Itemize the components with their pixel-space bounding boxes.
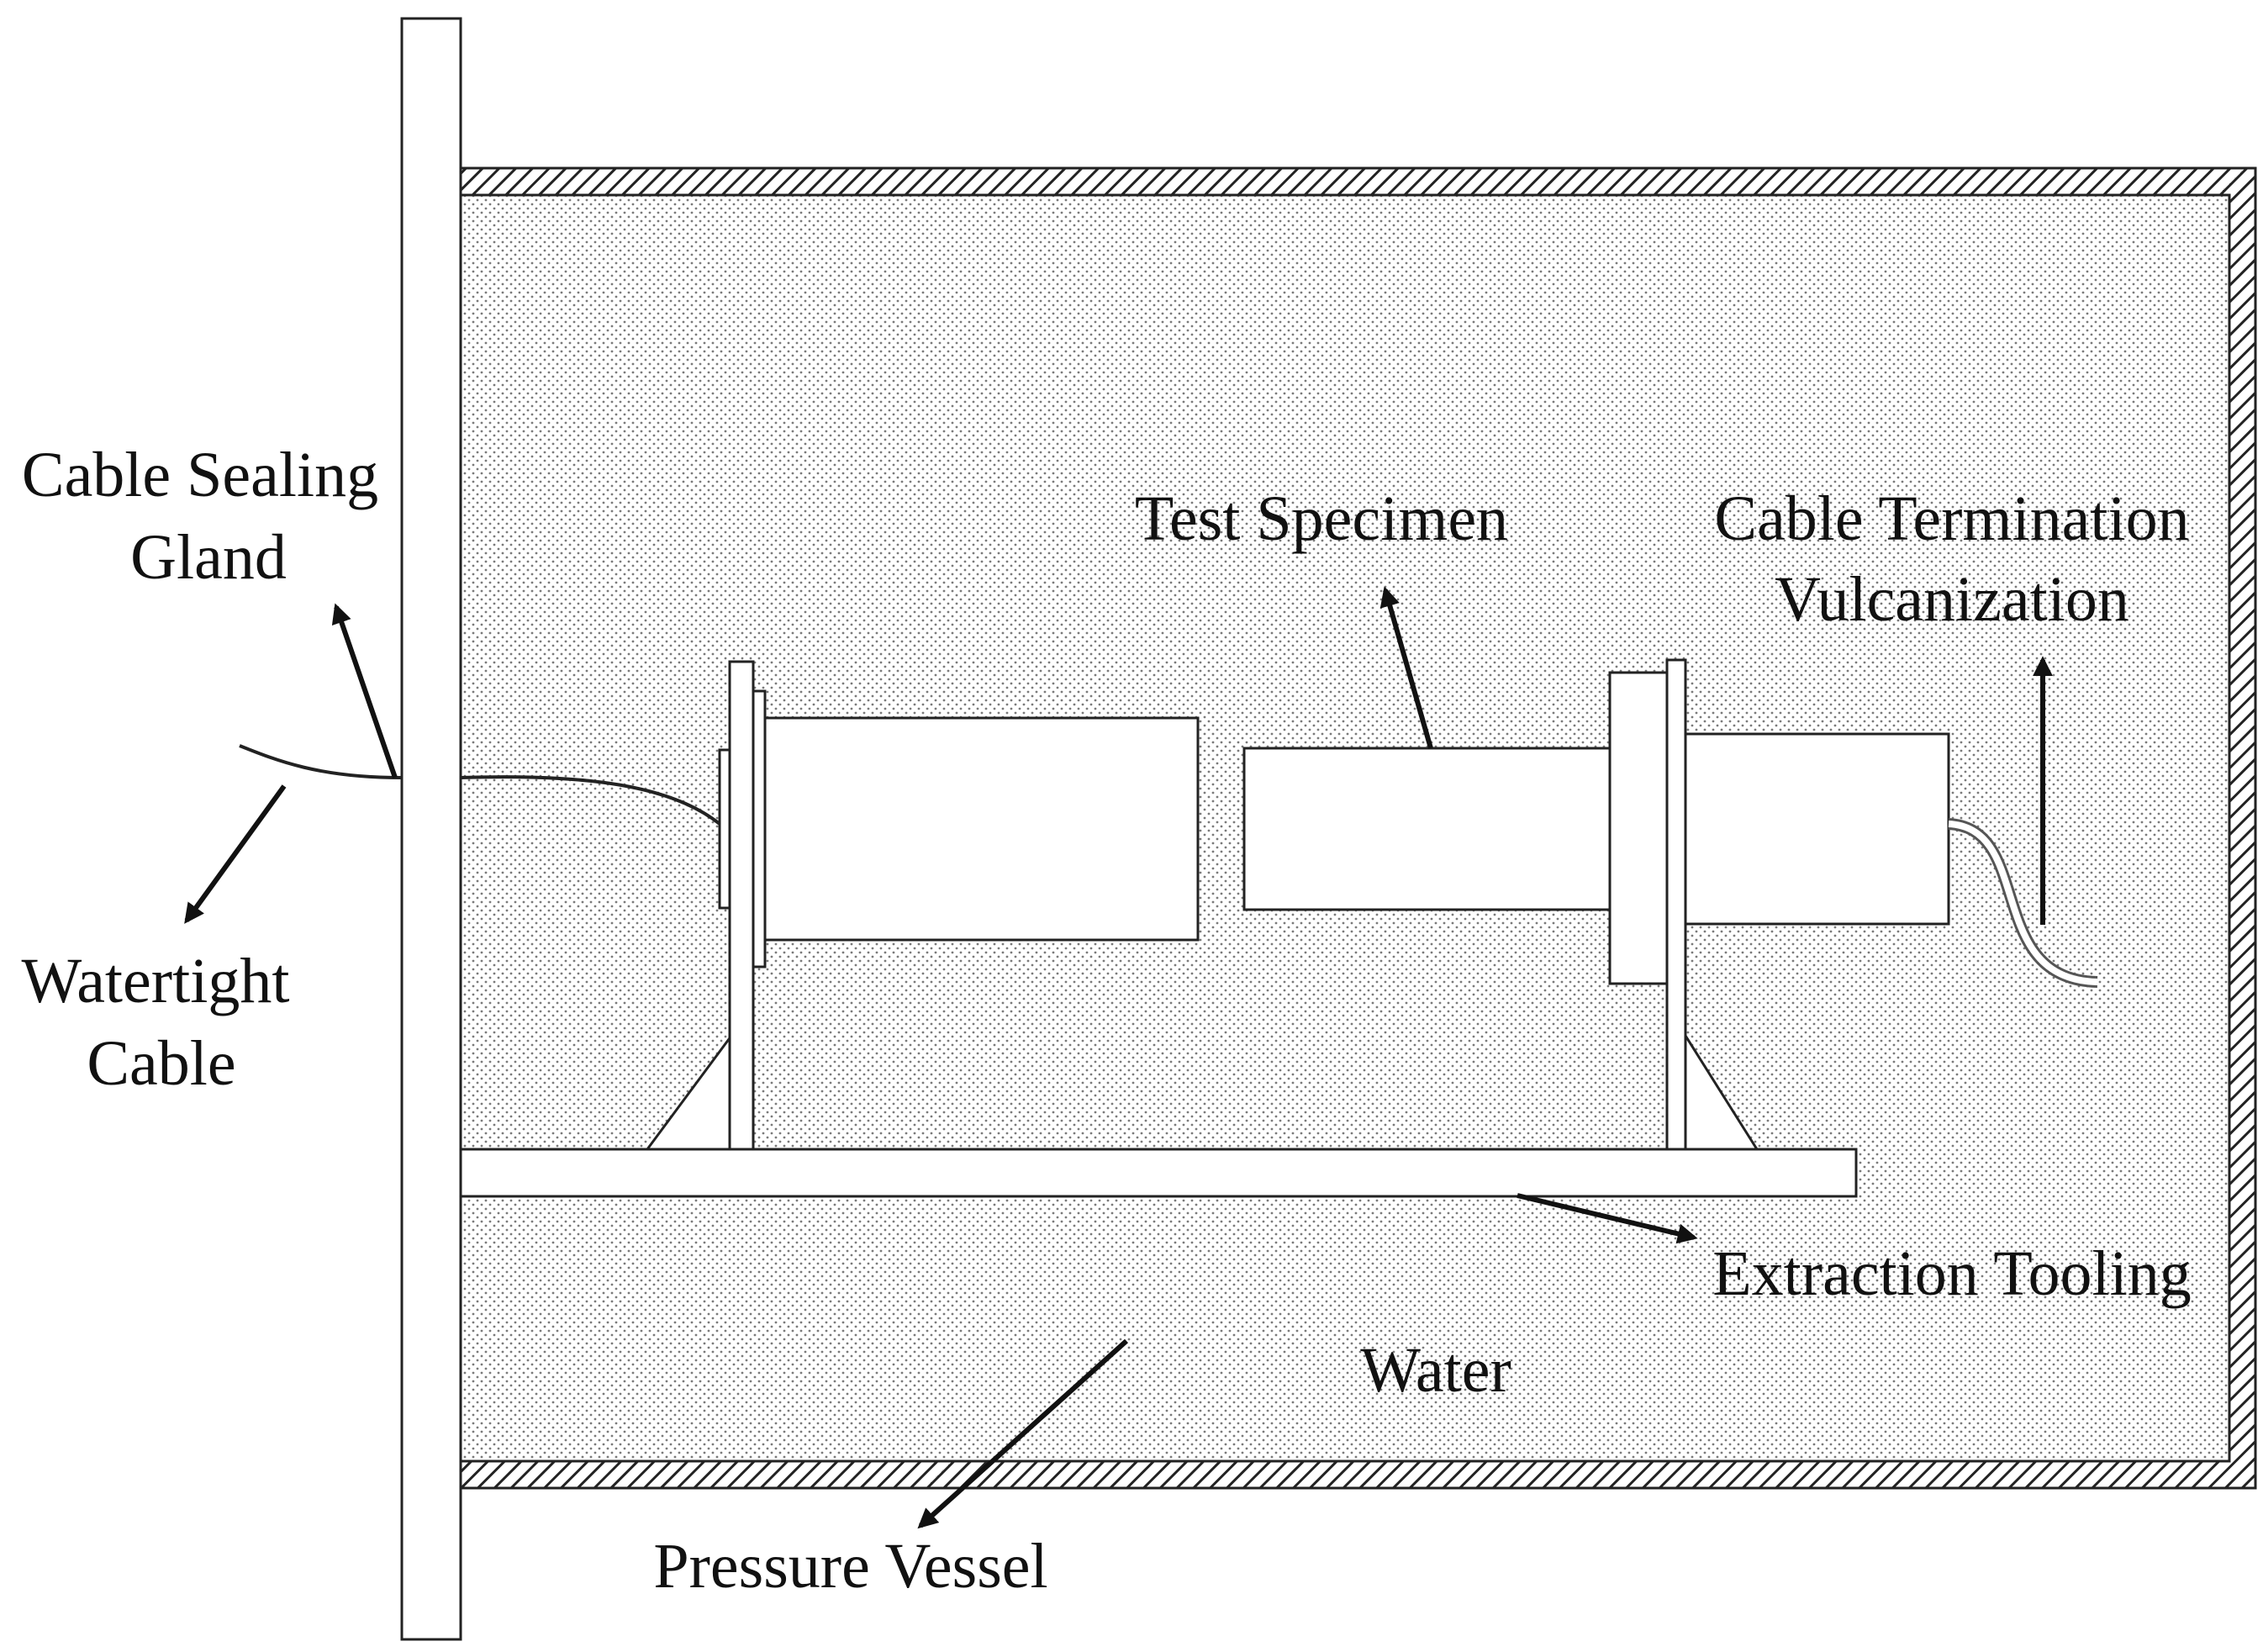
extraction-tooling-base bbox=[459, 1148, 1858, 1198]
watertight-cable bbox=[239, 744, 403, 779]
arrow-to-test-specimen-label bbox=[1379, 586, 1433, 749]
pressure-vessel-label: Pressure Vessel bbox=[653, 1531, 1047, 1602]
test-specimen-label: Test Specimen bbox=[1135, 483, 1508, 554]
arrow-to-watertight-cable bbox=[184, 784, 287, 924]
cable-sealing-gland-label: Cable Sealing bbox=[22, 440, 378, 510]
internal-cable bbox=[460, 775, 721, 826]
right-fixture bbox=[1608, 658, 1950, 1151]
watertight-cable-label-2: Cable bbox=[87, 1028, 235, 1099]
cable-termination-label: Cable Termination bbox=[1714, 483, 2189, 554]
arrow-to-sealing-gland bbox=[331, 603, 398, 778]
extraction-tooling-label: Extraction Tooling bbox=[1712, 1238, 2192, 1309]
cable-termination-cylinder bbox=[1684, 732, 1950, 926]
left-fixture bbox=[645, 660, 1200, 1151]
test-specimen bbox=[1242, 747, 1612, 911]
termination-tail bbox=[1948, 818, 2098, 988]
cable-sealing-gland-label-2: Gland bbox=[130, 522, 287, 593]
water-label: Water bbox=[1360, 1335, 1511, 1406]
left-cylinder bbox=[763, 716, 1200, 942]
cable-termination-label-2: Vulcanization bbox=[1775, 564, 2129, 635]
watertight-cable-label: Watertight bbox=[22, 946, 290, 1016]
arrow-to-pressure-vessel-label bbox=[917, 1338, 1129, 1529]
cable-sealing-gland-plate bbox=[400, 17, 462, 1641]
arrow-to-extraction-tooling-label bbox=[1517, 1193, 1698, 1244]
